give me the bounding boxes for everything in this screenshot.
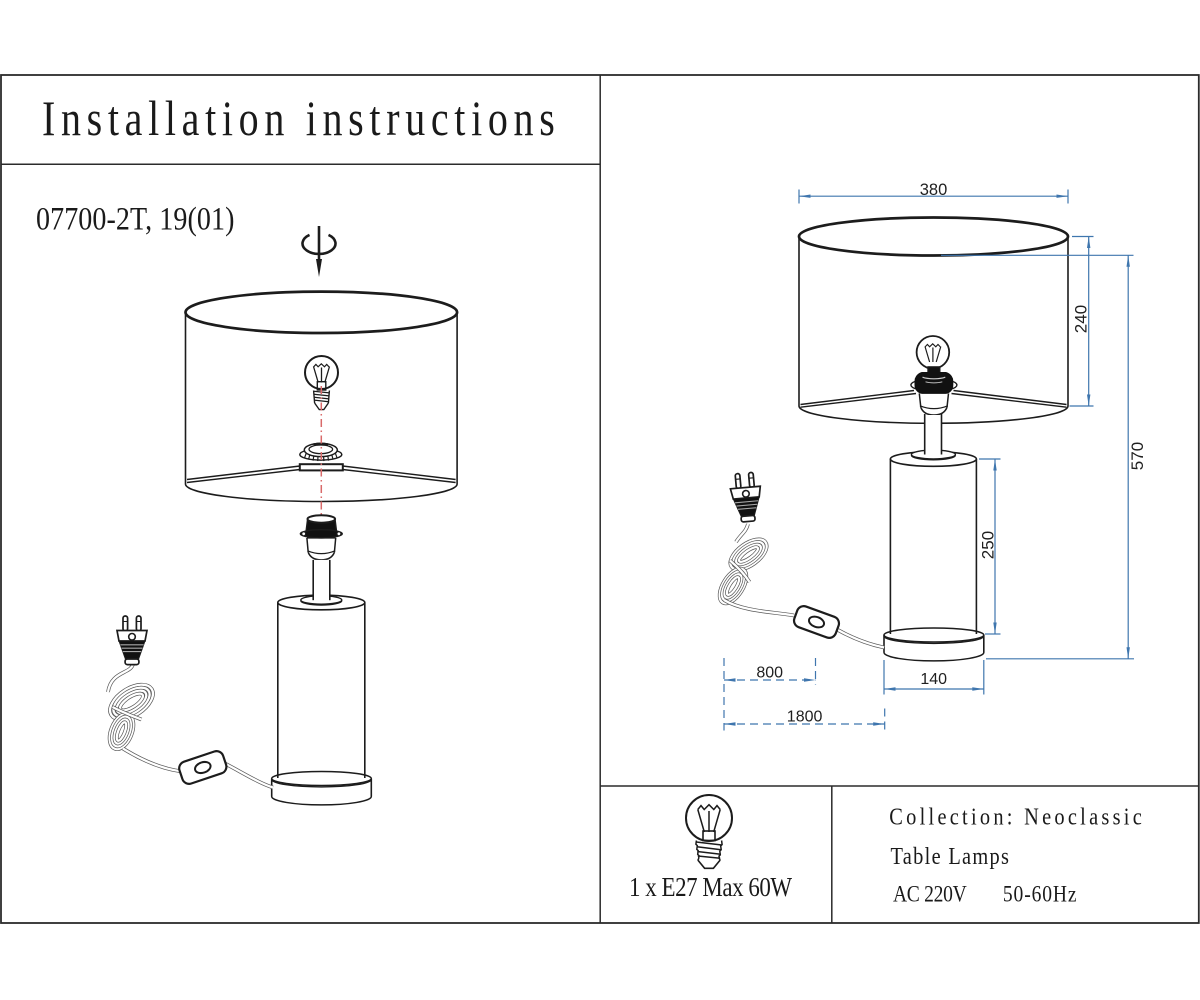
svg-text:Installation instructions: Installation instructions: [42, 91, 555, 146]
svg-text:380: 380: [920, 181, 948, 199]
svg-text:140: 140: [920, 671, 947, 688]
svg-text:07700-2T, 19(01): 07700-2T, 19(01): [36, 200, 234, 237]
svg-text:250: 250: [979, 531, 998, 559]
svg-text:Collection: Neoclassic: Collection: Neoclassic: [889, 803, 1142, 830]
svg-text:AC 220V: AC 220V: [893, 881, 967, 907]
svg-text:1 x E27 Max 60W: 1 x E27 Max 60W: [629, 873, 792, 902]
svg-text:50-60Hz: 50-60Hz: [1003, 881, 1077, 907]
svg-text:240: 240: [1072, 305, 1091, 333]
svg-text:Table Lamps: Table Lamps: [891, 842, 1009, 869]
svg-text:570: 570: [1128, 442, 1147, 470]
svg-text:800: 800: [756, 665, 783, 682]
svg-text:1800: 1800: [787, 708, 823, 725]
